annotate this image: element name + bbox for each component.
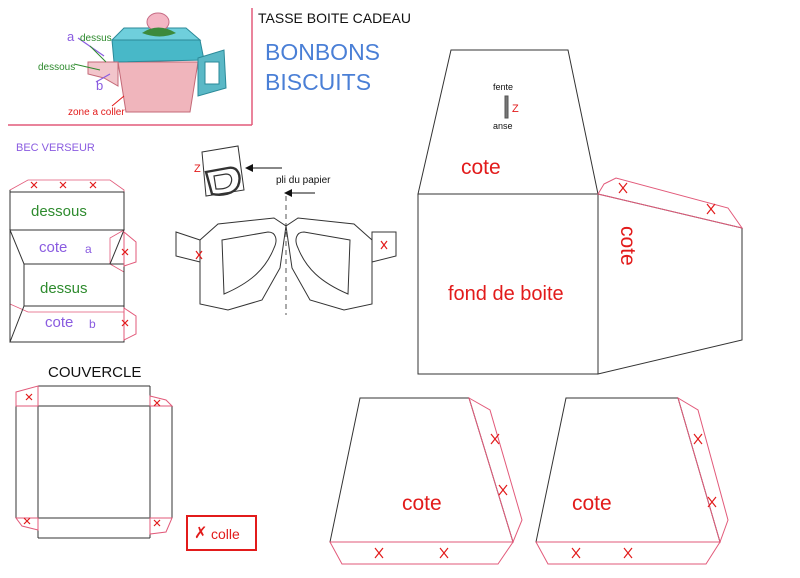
subtitle-line-2: BISCUITS [265,69,372,95]
glue-marks-spout [30,181,129,327]
handle-right-piece [285,217,373,311]
glue-marks-box [618,182,716,215]
subtitle-line-1: BONBONS [265,39,381,65]
box-label-cote-right: cote [616,226,639,266]
handle-fold-preview [201,145,245,197]
cup-body-image [117,61,199,113]
box-label-cote-top: cote [461,156,501,179]
page-title: TASSE BOITE CADEAU [258,10,411,26]
glue-marks-lid [23,393,161,527]
box-side-right [597,193,743,375]
cup-lid-image [111,39,205,63]
photo-label-zone: zone a coller [68,107,125,118]
finished-cup-photo [8,8,253,126]
handle-template [175,145,397,315]
glue-marks-sides [374,433,717,559]
fold-line-label: pli du papier [276,175,331,186]
spout-panel-cote-b [9,305,125,343]
spout-label-dessous: dessous [31,203,87,220]
glue-x-icon: ✗ [194,525,208,542]
side-panel-right [535,397,721,543]
spout-label-cote-b: cote [45,314,74,331]
spout-template [9,179,137,343]
handle-z-mark: Z [194,163,201,175]
box-label-fond: fond de boite [448,283,564,305]
photo-label-a: a [67,29,75,44]
side-label-cote-right: cote [572,492,612,515]
glue-marks-handle [195,240,388,260]
lid-top [37,405,151,519]
slot-label-anse: anse [493,121,513,131]
lid-template [15,385,174,539]
side-label-cote-left: cote [402,492,442,515]
glue-legend-label: colle [211,526,240,542]
box-template [417,49,744,375]
bottom-sides-template [329,396,729,565]
spout-label-a: a [85,242,92,256]
photo-label-dessus: dessus [80,33,112,44]
slot-z-mark: Z [512,103,519,115]
handle-left-piece [199,217,287,311]
section-couvercle: COUVERCLE [48,364,142,381]
slot-label-fente: fente [493,82,514,92]
spout-label-b: b [89,317,96,331]
glue-legend: ✗ colle [186,515,257,551]
photo-label-dessous: dessous [38,62,76,73]
section-bec-verseur: BEC VERSEUR [16,142,95,154]
spout-label-dessus: dessus [40,280,88,297]
spout-label-cote-a: cote [39,239,68,256]
spout-image [87,61,119,87]
photo-label-b: b [96,78,104,93]
side-panel-left [329,397,514,543]
